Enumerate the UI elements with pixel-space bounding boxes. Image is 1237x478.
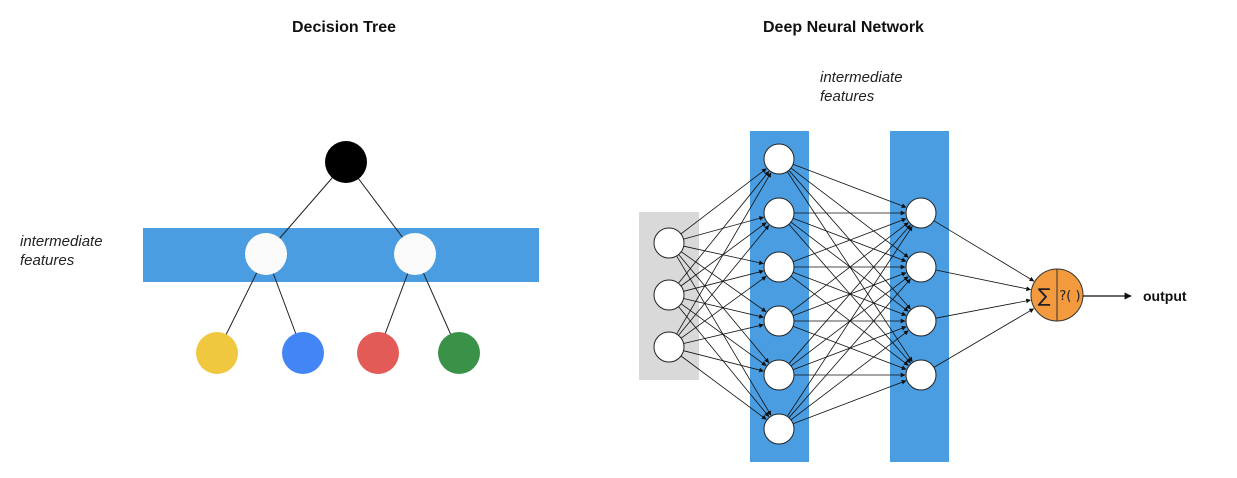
nn-connection	[933, 308, 1035, 368]
tree-inner-node-right	[394, 233, 436, 275]
nn-connection	[792, 379, 907, 425]
neural-network-title: Deep Neural Network	[763, 19, 924, 36]
hidden-1-neuron	[763, 305, 795, 337]
tree-label-line2: features	[20, 252, 75, 269]
tree-label-line1: intermediate	[20, 233, 103, 250]
nn-connection	[683, 245, 764, 266]
tree-leaf-blue	[282, 332, 324, 374]
nn-intermediate-features-label: intermediate features	[820, 68, 903, 106]
hidden-2-neuron	[905, 359, 937, 391]
nn-connection	[683, 350, 764, 373]
hidden-2-neuron	[905, 197, 937, 229]
tree-intermediate-features-label: intermediate features	[20, 232, 103, 270]
nn-connection	[680, 251, 767, 313]
nn-connection	[792, 217, 907, 263]
nn-connection	[676, 255, 772, 416]
output-node: ∑ ?( )	[1030, 268, 1084, 322]
hidden-1-neuron	[763, 413, 795, 445]
nn-connection	[788, 278, 911, 418]
hidden-1-neuron	[763, 359, 795, 391]
nn-connection	[678, 171, 770, 284]
nn-connection	[680, 355, 767, 420]
tree-leaf-green	[438, 332, 480, 374]
nn-connection	[792, 163, 907, 209]
nn-connection	[678, 225, 770, 336]
output-label: output	[1143, 288, 1187, 304]
nn-connection	[680, 168, 767, 235]
sum-symbol: ∑	[1038, 285, 1051, 307]
nn-connection	[683, 323, 764, 344]
nn-neurons	[653, 143, 937, 445]
nn-connection	[788, 224, 911, 364]
tree-feature-band	[143, 228, 539, 282]
tree-root-node	[325, 141, 367, 183]
tree-leaf-yellow	[196, 332, 238, 374]
nn-connection	[678, 254, 770, 364]
nn-connection	[683, 298, 764, 319]
hidden-1-neuron	[763, 197, 795, 229]
decision-tree-title: Decision Tree	[292, 19, 397, 36]
input-neuron	[653, 279, 685, 311]
input-neuron	[653, 331, 685, 363]
activation-symbol: ?( )	[1059, 289, 1080, 304]
nn-connection	[790, 330, 909, 421]
nn-connections	[676, 163, 1035, 425]
nn-connection	[790, 222, 909, 313]
nn-connection	[786, 225, 913, 417]
nn-connection	[678, 306, 770, 417]
nn-label-line1: intermediate	[820, 69, 903, 86]
input-neuron	[653, 227, 685, 259]
hidden-2-neuron	[905, 251, 937, 283]
nn-connection	[680, 276, 767, 339]
nn-label-line2: features	[820, 88, 875, 105]
hidden-layer-2-band	[890, 131, 949, 462]
hidden-layer-1-band	[750, 131, 809, 462]
tree-inner-node-left	[245, 233, 287, 275]
nn-connection	[935, 298, 1031, 319]
hidden-1-neuron	[763, 251, 795, 283]
tree-leaf-red	[357, 332, 399, 374]
nn-connection	[935, 269, 1032, 292]
hidden-1-neuron	[763, 143, 795, 175]
nn-connection	[680, 303, 767, 366]
nn-connection	[683, 216, 765, 240]
nn-connection	[933, 220, 1035, 282]
hidden-2-neuron	[905, 305, 937, 337]
nn-connection	[676, 172, 772, 335]
